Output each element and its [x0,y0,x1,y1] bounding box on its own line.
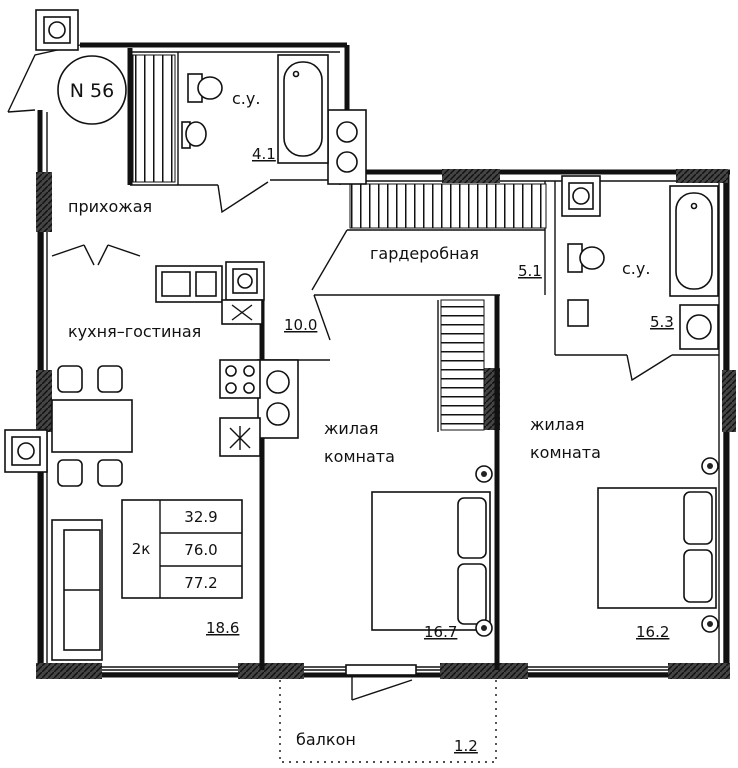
bathroom2-label: с.у. [622,259,650,278]
kitchen-living-area: 18.6 [206,619,239,637]
shaft-bath1 [327,109,367,185]
wardrobe-label: гардеробная [370,244,479,263]
bathroom2-area: 5.3 [650,313,674,331]
shafts [4,9,601,473]
bedroom2-area: 16.2 [636,623,669,641]
dining-table [51,365,133,487]
kitchen-counter [221,299,263,325]
washing-machine [679,304,719,350]
living-area: 32.9 [184,508,217,526]
shaft-kitchen-mid [257,359,299,439]
balcony-label: балкон [296,730,356,749]
windows [42,183,725,674]
hallway-area: 10.0 [284,316,317,334]
interior-walls [51,48,719,670]
bedroom1-area: 16.7 [424,623,457,641]
kitchen-sink [155,265,223,303]
total-with-balcony: 77.2 [184,574,217,592]
hallway-label: прихожая [68,197,152,216]
room-labels: прихожая 10.0 с.у. 4.1 гардеробная 5.1 с… [68,89,674,755]
summary-box: 2к 32.9 76.0 77.2 [121,499,243,599]
bedroom2-label-line2: комната [530,443,601,462]
sink-1 [181,121,207,149]
sink-2 [567,299,589,327]
total-area: 76.0 [184,541,217,559]
sofa [51,519,103,661]
stove [219,359,261,399]
bedroom1-label-line2: комната [324,447,395,466]
balcony-area: 1.2 [454,737,478,755]
rooms-count: 2к [132,540,151,558]
shaft-top-left [35,9,79,51]
unit-number: N 56 [70,80,114,102]
unit-badge: N 56 [57,55,127,125]
toilet-1 [187,73,223,103]
boiler [219,417,261,457]
shaft-bath2 [561,175,601,217]
shaft-left-mid [4,429,48,473]
hatched-storage [132,54,547,431]
bed-1 [371,465,493,637]
kitchen-living-label: кухня–гостиная [68,322,201,341]
fixtures [51,54,719,661]
toilet-2 [567,243,605,273]
bathroom1-label: с.у. [232,89,260,108]
balcony [279,664,497,763]
bedroom2-label-line1: жилая [530,415,584,434]
bathtub-1 [277,54,329,164]
wardrobe-area: 5.1 [518,262,542,280]
shaft-kitchen-top [225,261,265,301]
bedroom1-label-line1: жилая [324,419,378,438]
bathtub-2 [669,185,719,297]
bed-2 [597,457,719,633]
bathroom1-area: 4.1 [252,145,276,163]
